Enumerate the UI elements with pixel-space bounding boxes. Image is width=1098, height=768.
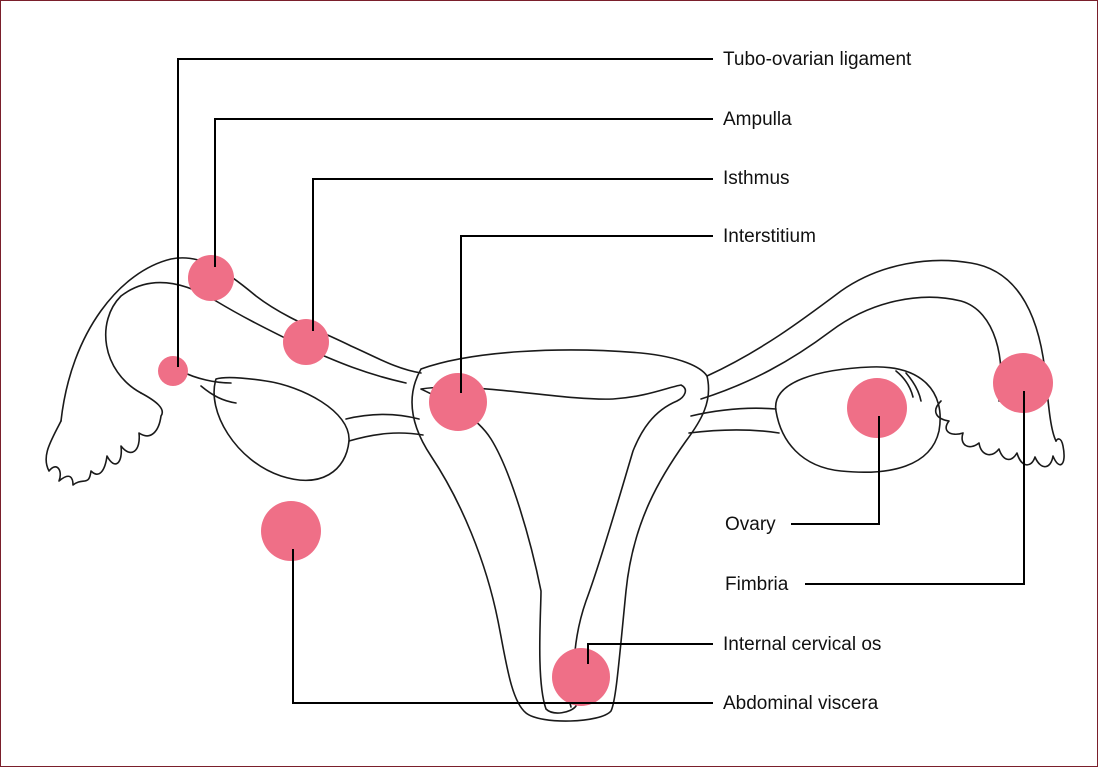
marker-interstitium bbox=[429, 373, 487, 431]
label-abdominal-viscera: Abdominal viscera bbox=[723, 693, 878, 715]
marker-abdominal-viscera bbox=[261, 501, 321, 561]
marker-ampulla bbox=[188, 255, 234, 301]
right-fimbria bbox=[936, 401, 1064, 467]
leader-ampulla bbox=[215, 119, 713, 267]
leader-lines bbox=[178, 59, 1024, 703]
marker-ovary bbox=[847, 378, 907, 438]
leader-internal-cervical-os bbox=[588, 644, 713, 664]
uterine-cavity bbox=[421, 385, 685, 713]
label-fimbria: Fimbria bbox=[725, 574, 788, 596]
marker-tubo-ovarian bbox=[158, 356, 188, 386]
anatomy-outline bbox=[46, 258, 1064, 721]
right-ovarian-ligament bbox=[689, 408, 779, 433]
left-tubo-ovarian-fibers bbox=[181, 371, 236, 403]
label-internal-cervical-os: Internal cervical os bbox=[723, 634, 881, 656]
leader-isthmus bbox=[313, 179, 713, 331]
leader-fimbria bbox=[805, 391, 1024, 584]
left-tube-upper bbox=[61, 258, 421, 421]
label-ampulla: Ampulla bbox=[723, 109, 792, 131]
label-interstitium: Interstitium bbox=[723, 226, 816, 248]
label-tubo-ovarian-ligament: Tubo-ovarian ligament bbox=[723, 49, 911, 71]
marker-internal-cervical-os bbox=[552, 648, 610, 706]
leader-tubo-ovarian bbox=[178, 59, 713, 367]
right-tube-lower bbox=[701, 297, 1001, 401]
left-ovary bbox=[214, 378, 349, 481]
leader-abdominal-viscera bbox=[293, 549, 713, 703]
leader-interstitium bbox=[461, 236, 713, 393]
marker-isthmus bbox=[283, 319, 329, 365]
left-tube-lower bbox=[106, 283, 406, 393]
label-ovary: Ovary bbox=[725, 514, 776, 536]
left-ovarian-ligament bbox=[346, 415, 423, 442]
label-isthmus: Isthmus bbox=[723, 168, 790, 190]
